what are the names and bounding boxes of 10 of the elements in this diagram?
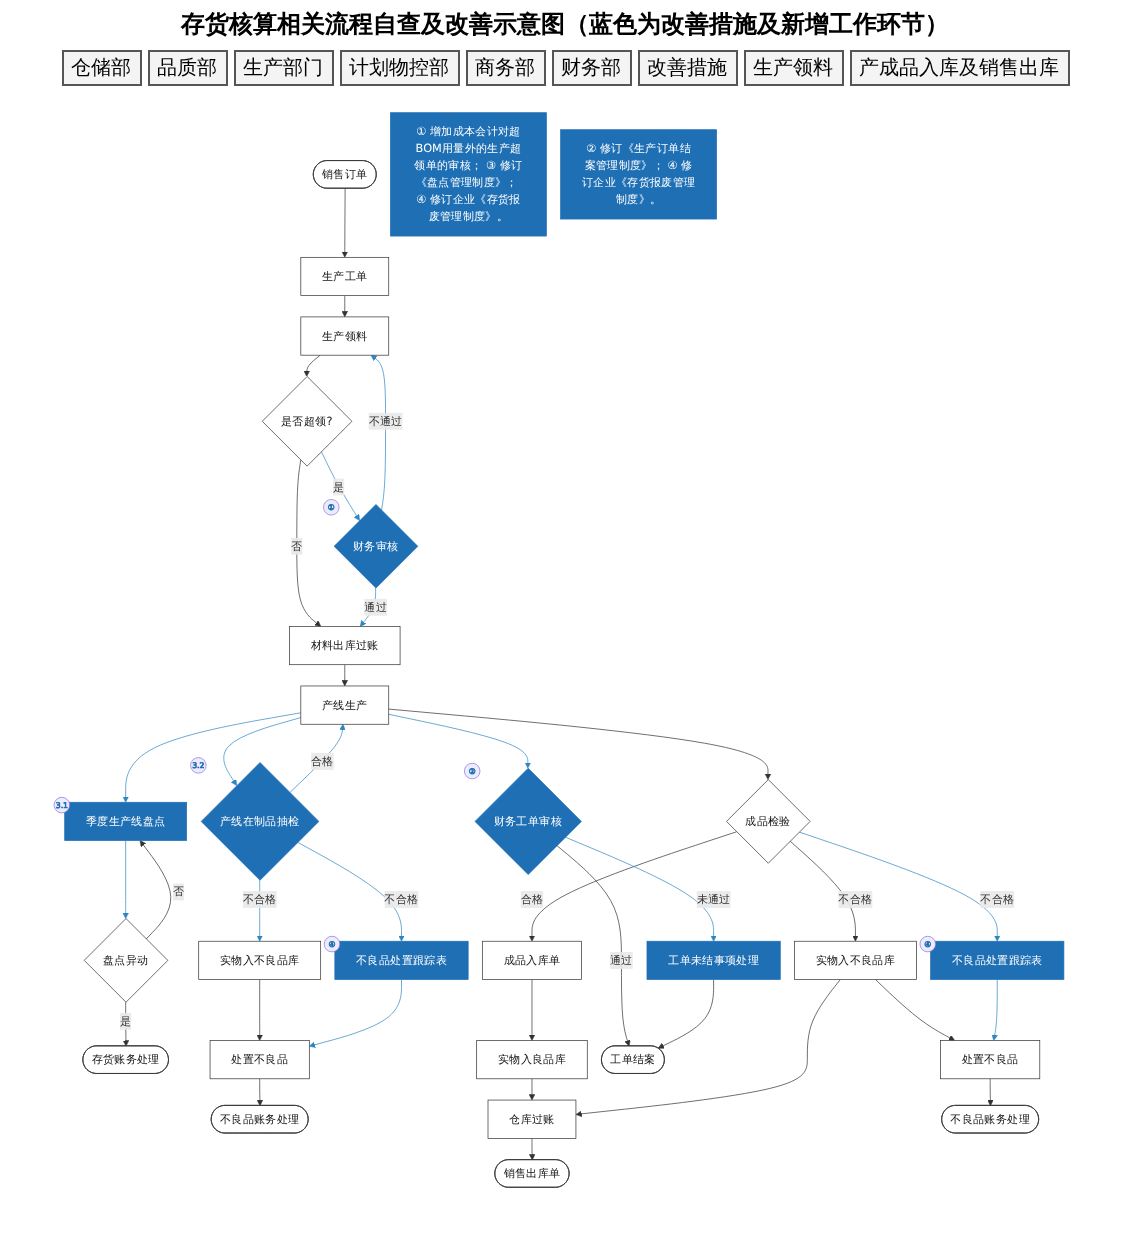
- lane-label: 仓储部: [61, 50, 141, 86]
- lane-label: 财务部: [551, 50, 631, 86]
- lane-label: 产成品入库及销售出库: [849, 50, 1069, 86]
- diagram-title: 存货核算相关流程自查及改善示意图（蓝色为改善措施及新增工作环节）: [178, 8, 951, 42]
- lane-label: 品质部: [147, 50, 227, 86]
- lane-label: 生产领料: [743, 50, 843, 86]
- lane-label: 计划物控部: [339, 50, 459, 86]
- lane-label: 商务部: [465, 50, 545, 86]
- lane-label: 改善措施: [637, 50, 737, 86]
- lane-label: 生产部门: [233, 50, 333, 86]
